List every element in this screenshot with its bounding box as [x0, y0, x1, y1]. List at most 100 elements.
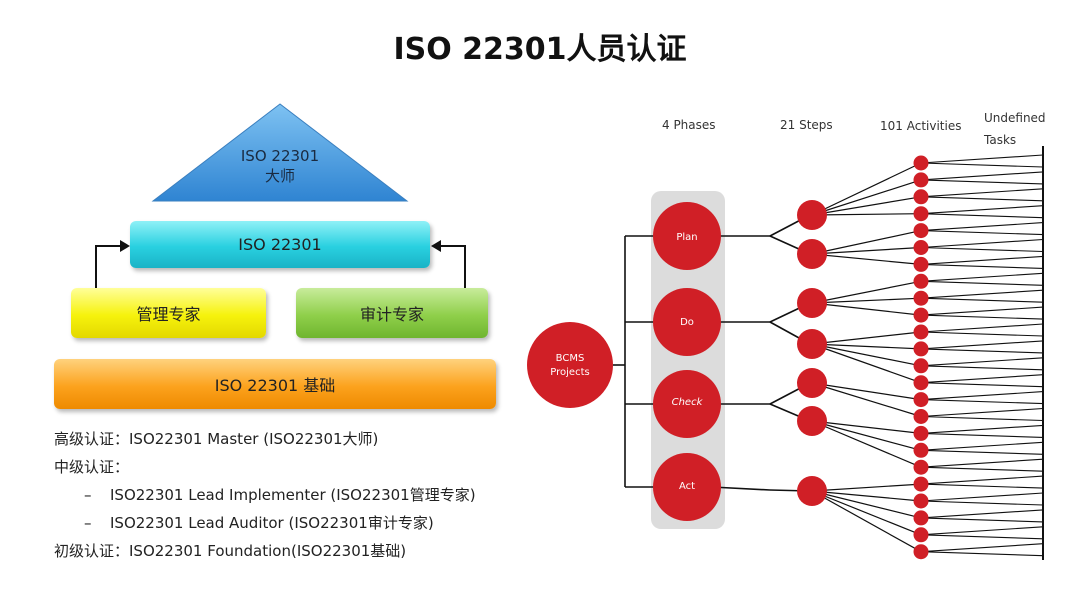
task-line-16-a: [920, 424, 1044, 434]
bullet-dash: –: [84, 514, 92, 532]
task-line-9-b: [920, 314, 1044, 320]
step-to-activity-0: [811, 162, 922, 216]
step-to-activity-1: [811, 179, 922, 216]
task-line-14-b: [920, 399, 1044, 405]
level-intermediate: 中级认证：: [54, 458, 130, 476]
task-line-2-a: [920, 188, 1044, 198]
activity-node-16: [913, 425, 929, 441]
step-to-activity-7: [811, 280, 922, 304]
task-line-15-a: [920, 407, 1044, 418]
task-line-23-b: [920, 551, 1044, 557]
step-to-activity-16: [811, 420, 922, 434]
activity-node-19: [913, 476, 929, 492]
task-line-13-b: [920, 382, 1044, 388]
phase-to-step-3: [711, 486, 771, 491]
right-arrow: [439, 245, 466, 288]
step-node-5: [797, 406, 827, 436]
step-node-2: [797, 288, 827, 318]
step-to-activity-22: [811, 490, 922, 536]
activity-node-23: [913, 544, 929, 560]
activity-node-12: [913, 358, 929, 374]
activity-node-20: [913, 493, 929, 509]
step-to-activity-6: [811, 253, 922, 265]
manager-expert-box: 管理专家: [71, 288, 266, 338]
activity-node-17: [913, 442, 929, 458]
phase-node-2: [653, 370, 721, 438]
task-line-5-a: [920, 238, 1044, 249]
activity-node-22: [913, 527, 929, 543]
column-tasks: Tasks: [984, 133, 1017, 147]
task-line-0-b: [920, 162, 1044, 168]
activity-node-15: [913, 409, 929, 424]
step-node-4: [797, 368, 827, 398]
task-line-10-b: [920, 331, 1044, 337]
task-lines: [920, 154, 1044, 557]
task-line-16-b: [920, 432, 1044, 438]
auditor-expert-box: 审计专家: [296, 288, 488, 338]
phase-connector-lines: [613, 162, 922, 553]
phases-column-bg: [651, 191, 725, 529]
activity-node-10: [913, 324, 929, 340]
activity-node-2: [913, 189, 929, 205]
task-line-1-a: [920, 171, 1044, 181]
phase-node-0: [653, 202, 721, 270]
task-line-0-a: [920, 154, 1044, 164]
activity-node-0: [913, 155, 929, 171]
step-to-activity-20: [811, 490, 922, 502]
step-to-activity-11: [811, 343, 922, 350]
right-arrow-head: [431, 240, 441, 252]
task-line-17-b: [920, 449, 1044, 455]
activity-node-9: [913, 307, 929, 323]
phase-check-label: Check: [671, 397, 703, 408]
level-foundation: 初级认证：ISO22301 Foundation(ISO22301基础): [54, 542, 407, 560]
task-line-22-a: [920, 526, 1044, 536]
step-to-activity-4: [811, 230, 922, 255]
level-advanced: 高级认证：ISO22301 Master (ISO22301大师): [54, 430, 379, 448]
page-title: ISO 22301人员认证: [393, 32, 687, 67]
step-node-3: [797, 329, 827, 359]
level-implementer: –ISO22301 Lead Implementer (ISO22301管理专家…: [54, 484, 476, 512]
task-line-5-b: [920, 246, 1044, 253]
task-line-12-b: [920, 365, 1044, 371]
column-activities: 101 Activities: [880, 119, 962, 133]
step-node-1: [797, 239, 827, 269]
step-node-0: [797, 200, 827, 230]
step-node-6: [797, 476, 827, 506]
step-to-activity-21: [811, 490, 922, 519]
activity-node-21: [913, 510, 929, 526]
activity-node-4: [913, 223, 929, 239]
phase-do-label: Do: [680, 317, 694, 328]
step-to-activity-14: [811, 382, 922, 401]
task-line-21-a: [920, 509, 1044, 519]
phase-act-label: Act: [678, 481, 696, 492]
task-line-17-a: [920, 441, 1044, 451]
task-line-12-a: [920, 357, 1044, 367]
step-to-activity-3: [811, 213, 922, 216]
bullet-dash: –: [84, 486, 92, 504]
task-line-13-a: [920, 374, 1044, 384]
task-line-4-b: [920, 230, 1044, 236]
step-to-activity-8: [811, 297, 922, 304]
activity-node-11: [913, 341, 929, 357]
root-label-line2: Projects: [550, 367, 590, 378]
step-to-activity-5: [811, 246, 922, 255]
column-steps: 21 Steps: [780, 118, 833, 132]
task-line-20-a: [920, 492, 1044, 502]
step-to-activity-10: [811, 331, 922, 345]
middle-level-box: ISO 22301: [130, 221, 430, 268]
step-to-activity-12: [811, 343, 922, 367]
task-line-1-b: [920, 179, 1044, 185]
certification-levels: 高级认证：ISO22301 Master (ISO22301大师) 中级认证： …: [54, 428, 476, 568]
step-to-activity-18: [811, 420, 922, 468]
step-to-activity-17: [811, 420, 922, 451]
phase-node-1: [653, 288, 721, 356]
task-line-11-b: [920, 348, 1044, 354]
activity-node-18: [913, 459, 929, 475]
task-line-6-b: [920, 263, 1044, 269]
step-to-activity-15: [811, 382, 922, 418]
activity-node-8: [913, 290, 929, 306]
task-line-7-a: [920, 272, 1044, 282]
task-line-8-a: [920, 289, 1044, 299]
auditor-text: ISO22301 Lead Auditor (ISO22301审计专家): [110, 514, 434, 532]
